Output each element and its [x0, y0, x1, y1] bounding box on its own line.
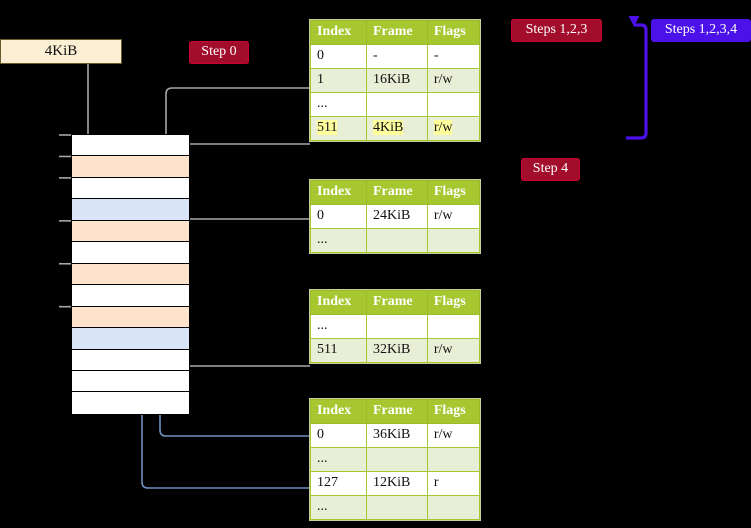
memory-frame-7: [72, 285, 189, 307]
page-table-level-2-header-flags: Flags: [426, 290, 481, 315]
page-table-level-1-cell: 0: [310, 204, 367, 229]
page-table-level-3-header-frame: Frame: [365, 399, 428, 424]
page-table-level-3-cell: r: [426, 471, 481, 496]
page-table-level-0-cell: 511: [310, 116, 367, 141]
page-table-level-3-row: ...: [310, 447, 481, 472]
page-table-level-0-header-flags: Flags: [426, 20, 481, 45]
memory-frame-10: [72, 349, 189, 371]
page-table-level-3-cell: [426, 495, 481, 520]
page-table-level-1-header-frame: Frame: [365, 180, 428, 205]
page-table-level-1-cell: 24KiB: [365, 204, 428, 229]
conn-t0r511-seg1: [183, 143, 310, 168]
memory-frame-12: [72, 392, 189, 414]
memory-frame-0: [72, 135, 189, 157]
page-table-level-3-cell: 36KiB: [365, 423, 428, 448]
page-table-level-2-cell: ...: [310, 314, 367, 339]
page-table-level-3-cell: 12KiB: [365, 471, 428, 496]
memory-frame-1: [72, 156, 189, 178]
badge-step-4: Step 4: [521, 158, 580, 181]
page-table-level-2-cell: r/w: [426, 338, 481, 363]
conn-t3r127-to-mem: [140, 210, 480, 489]
size-label-4kib: 4KiB: [0, 39, 122, 64]
conn-t3r0-to-mem: [158, 331, 480, 437]
page-table-level-0-cell: r/w: [426, 116, 481, 141]
page-table-level-2-header-frame: Frame: [365, 290, 428, 315]
conn-t1r0-to-mem: [177, 218, 310, 251]
page-table-level-0-cell: 0: [310, 44, 367, 69]
page-table-level-1-cell: r/w: [426, 204, 481, 229]
memory-frame-6: [72, 263, 189, 286]
physical-memory-grid: [71, 134, 190, 415]
page-table-level-2-cell: [426, 314, 481, 339]
page-table-level-0-cell: -: [365, 44, 428, 69]
memory-frame-9: [72, 328, 189, 350]
page-table-level-2-cell: 511: [310, 338, 367, 363]
page-table-level-0-cell: [365, 92, 428, 117]
page-table-level-3-cell: [365, 447, 428, 472]
page-table-level-0-cell: -: [426, 44, 481, 69]
page-table-level-3-header-flags: Flags: [426, 399, 481, 424]
badge-steps-1-2-3: Steps 1,2,3: [511, 19, 602, 42]
memory-frame-2: [72, 177, 189, 200]
page-table-level-1-header-index: Index: [310, 180, 367, 205]
page-table-level-3-cell: 127: [310, 471, 367, 496]
page-table-level-2-row: ...: [310, 314, 481, 339]
memory-frame-4: [72, 220, 189, 243]
badge-steps-1-2-3-4: Steps 1,2,3,4: [651, 19, 751, 42]
page-table-level-0-cell: 1: [310, 68, 367, 93]
badge-step-0: Step 0: [189, 41, 249, 64]
page-table-level-1-cell: [426, 228, 481, 253]
page-table-level-3-cell: 0: [310, 423, 367, 448]
page-table-level-0-cell: [426, 92, 481, 117]
page-table-level-1-cell: ...: [310, 228, 367, 253]
page-table-level-3-cell: ...: [310, 495, 367, 520]
page-table-level-3-cell: ...: [310, 447, 367, 472]
memory-frame-3: [72, 199, 189, 221]
page-table-level-3-cell: r/w: [426, 423, 481, 448]
page-table-level-1-header-flags: Flags: [426, 180, 481, 205]
page-table-level-2-header-index: Index: [310, 290, 367, 315]
page-table-level-0-cell: r/w: [426, 68, 481, 93]
memory-frame-5: [72, 242, 189, 264]
page-table-level-0-row: 0--: [310, 44, 481, 69]
page-table-level-2-cell: [365, 314, 428, 339]
size-label-text: 4KiB: [44, 43, 78, 59]
page-table-level-0-row: ...: [310, 92, 481, 117]
page-table-level-1-cell: [365, 228, 428, 253]
page-table-level-0-cell: 16KiB: [365, 68, 428, 93]
page-table-level-3-cell: [365, 495, 428, 520]
conn-t2r511-to-mem: [176, 314, 310, 367]
page-table-level-2-cell: 32KiB: [365, 338, 428, 363]
page-table-level-3-cell: [426, 447, 481, 472]
page-table-level-0-header-index: Index: [310, 20, 367, 45]
page-table-level-3-row: ...: [310, 495, 481, 520]
page-table-level-3-header-index: Index: [310, 399, 367, 424]
memory-frame-8: [72, 306, 189, 329]
page-table-level-0-cell: ...: [310, 92, 367, 117]
page-table-level-0-cell: 4KiB: [365, 116, 428, 141]
page-table-level-0-header-frame: Frame: [365, 20, 428, 45]
memory-frame-11: [72, 370, 189, 393]
purple-bracket: [626, 16, 648, 140]
page-table-level-1-row: ...: [310, 228, 481, 253]
